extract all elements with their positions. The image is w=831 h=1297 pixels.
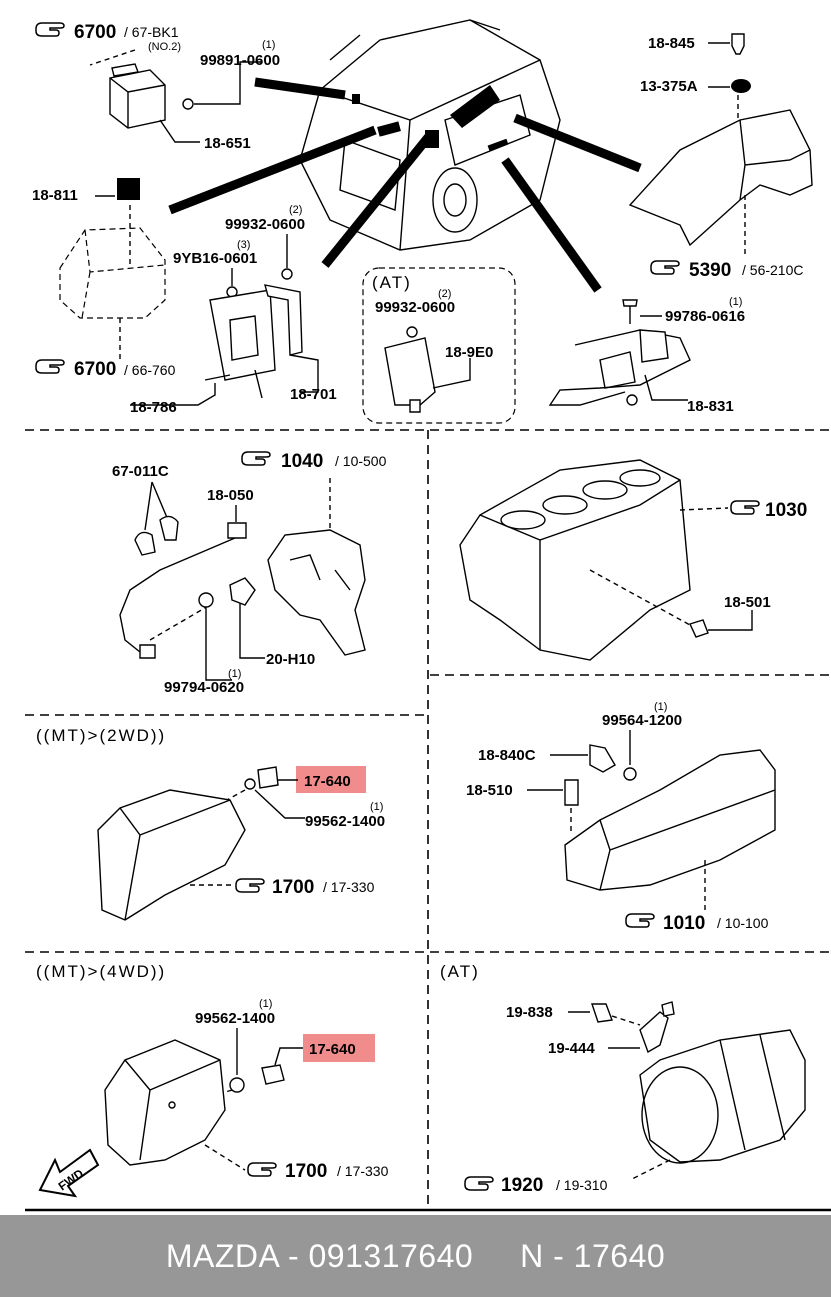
reference-hand-icon (625, 913, 655, 928)
label-99564-qty: (1) (654, 701, 667, 713)
ref-1040-sub: / 10-500 (335, 453, 387, 469)
section-mt-2wd: ((MT)>(2WD)) (36, 726, 166, 745)
mt-2wd-group: ((MT)>(2WD)) 17-640 99562-1400 (1) 1700 … (36, 726, 385, 921)
label-18-786: 18-786 (130, 399, 177, 416)
label-18-9e0: 18-9E0 (445, 344, 493, 361)
label-18-651: 18-651 (204, 135, 251, 152)
ref-1040-num: 1040 (281, 451, 323, 472)
ref-1700-b-sub: / 17-330 (337, 1163, 389, 1179)
reference-hand-icon (464, 1176, 494, 1191)
reference-hand-icon (235, 878, 265, 893)
ref-1920-num: 1920 (501, 1175, 543, 1196)
label-17-640-b: 17-640 (309, 1041, 356, 1058)
fuse-block-group: 18-811 6700 / 66-760 (32, 178, 176, 380)
reference-hand-icon (650, 260, 680, 275)
cover-group: 18-845 13-375A 5390 / 56-210C (628, 33, 813, 281)
ref-1030-num: 1030 (765, 500, 807, 521)
footer-part-number: MAZDA - 091317640 N - 17640 (165, 1237, 666, 1274)
ref-6700-a-num: 6700 (74, 22, 116, 43)
label-18-811: 18-811 (32, 187, 78, 204)
ref-6700-a-sub: / 67-BK1 (124, 24, 179, 40)
ref-1010-sub: / 10-100 (717, 915, 769, 931)
reference-hand-icon (241, 451, 271, 466)
engine-block-group: 1030 18-501 (459, 459, 807, 661)
label-18-701: 18-701 (290, 386, 337, 403)
section-at-bottom: (AT) (440, 962, 480, 981)
label-19-444: 19-444 (548, 1040, 595, 1057)
label-99932-b-qty: (2) (438, 288, 451, 300)
label-18-831: 18-831 (687, 398, 734, 415)
label-18-501: 18-501 (724, 594, 771, 611)
label-99562-b: 99562-1400 (195, 1010, 275, 1027)
ref-6700-a-note: (NO.2) (148, 41, 181, 53)
relay-group: 6700 / 67-BK1 (NO.2) 99891-0600 (1) 18-6… (35, 22, 280, 152)
label-99794: 99794-0620 (164, 679, 244, 696)
label-9yb16-qty: (3) (237, 239, 250, 251)
label-99932-a-qty: (2) (289, 204, 302, 216)
vehicle-outline (299, 19, 561, 251)
ref-1010-num: 1010 (663, 913, 705, 934)
label-19-838: 19-838 (506, 1004, 553, 1021)
section-borders (25, 429, 831, 1212)
bracket-group: 99932-0600 (2) 9YB16-0601 (3) 18-786 18-… (130, 204, 337, 416)
at-module-group: (AT) 99932-0600 (2) 18-9E0 (362, 267, 516, 424)
harness-group: 99786-0616 (1) 18-831 (548, 296, 745, 415)
cover-1040-group: 1040 / 10-500 67-011C 18-050 99794-0620 … (112, 451, 387, 696)
reference-hand-icon (35, 359, 65, 374)
ref-6700-b-sub: / 66-760 (124, 362, 176, 378)
label-99932-a: 99932-0600 (225, 216, 305, 233)
label-9yb16: 9YB16-0601 (173, 250, 257, 267)
label-67-011c: 67-011C (112, 463, 169, 480)
label-99932-b: 99932-0600 (375, 299, 455, 316)
cylinder-head-group: 99564-1200 (1) 18-840C 18-510 1010 / 10-… (466, 701, 776, 934)
label-99564: 99564-1200 (602, 712, 682, 729)
label-20-h10: 20-H10 (266, 651, 315, 668)
label-99562-a: 99562-1400 (305, 813, 385, 830)
label-13-375a: 13-375A (640, 78, 698, 95)
ref-5390-sub: / 56-210C (742, 262, 803, 278)
footer-bar: MAZDA - 091317640 N - 17640 (0, 1215, 831, 1297)
label-18-050: 18-050 (207, 487, 254, 504)
label-99891: 99891-0600 (200, 52, 280, 69)
label-18-845: 18-845 (648, 35, 695, 52)
forward-arrow-icon (38, 1148, 100, 1198)
location-pointers (168, 77, 642, 293)
reference-hand-icon (247, 1162, 277, 1177)
reference-hand-icon (35, 22, 65, 37)
reference-hand-icon (730, 500, 760, 515)
section-at-top: (AT) (372, 273, 412, 292)
parts-diagram: 6700 / 67-BK1 (NO.2) 99891-0600 (1) 18-6… (25, 19, 831, 1212)
mt-4wd-group: ((MT)>(4WD)) 99562-1400 (1) 17-640 FWD 1… (36, 962, 389, 1198)
label-18-840c: 18-840C (478, 747, 536, 764)
label-99562-b-qty: (1) (259, 998, 272, 1010)
ref-6700-b-num: 6700 (74, 359, 116, 380)
label-18-510: 18-510 (466, 782, 513, 799)
label-99794-qty: (1) (228, 668, 241, 680)
label-99562-a-qty: (1) (370, 801, 383, 813)
section-mt-4wd: ((MT)>(4WD)) (36, 962, 166, 981)
ref-1920-sub: / 19-310 (556, 1177, 608, 1193)
label-99891-qty: (1) (262, 39, 275, 51)
label-17-640-a: 17-640 (304, 773, 351, 790)
label-99786: 99786-0616 (665, 308, 745, 325)
ref-1700-a-num: 1700 (272, 877, 314, 898)
highlight-17-640-a (296, 766, 366, 793)
ref-1700-b-num: 1700 (285, 1161, 327, 1182)
at-transmission-group: (AT) 19-838 19-444 1920 / 19-310 (440, 962, 806, 1196)
highlight-17-640-b (303, 1034, 375, 1062)
ref-1700-a-sub: / 17-330 (323, 879, 375, 895)
label-99786-qty: (1) (729, 296, 742, 308)
ref-5390-num: 5390 (689, 260, 731, 281)
